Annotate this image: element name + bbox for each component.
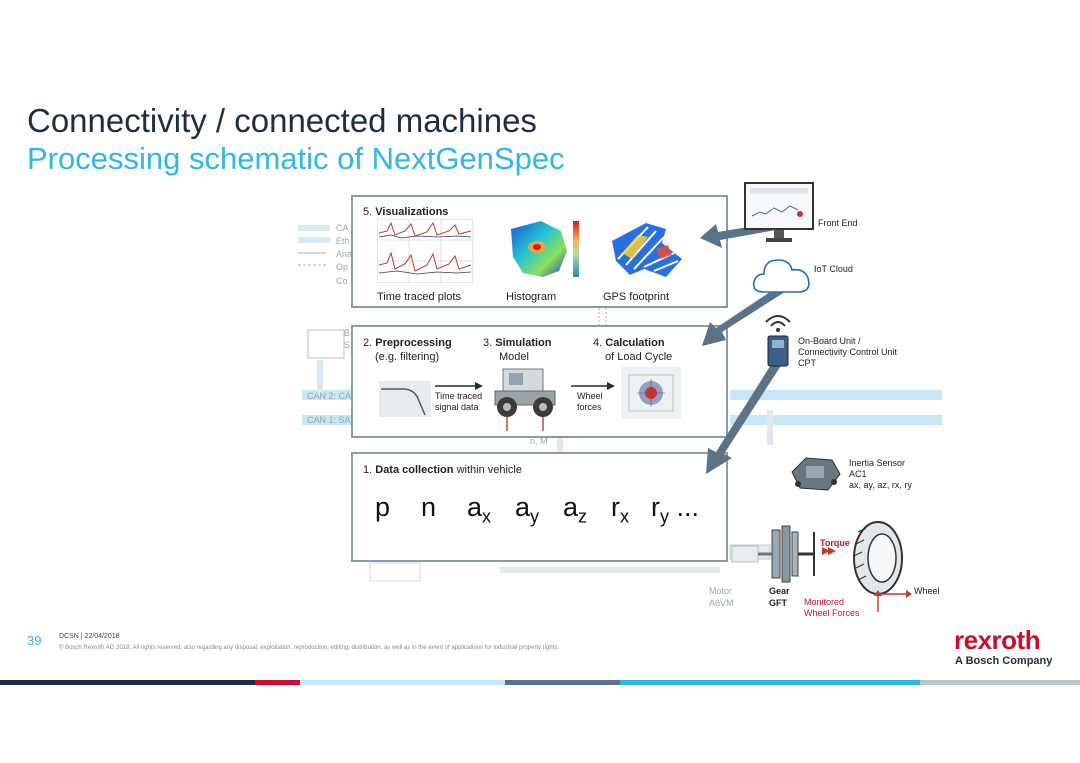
inertia-label: ax, ay, az, rx, ry <box>849 480 912 490</box>
rexroth-logo: rexroth <box>954 625 1041 655</box>
preprocessing-heading: Preprocessing <box>375 337 452 349</box>
can2-label: CAN 2: CA <box>307 391 352 401</box>
step-number: 3. <box>483 337 493 349</box>
legend-item: CA <box>336 223 349 233</box>
symbol-ax: ax <box>467 492 492 527</box>
obu-label: On-Board Unit / <box>798 336 861 346</box>
iot-cloud-label: IoT Cloud <box>814 264 853 274</box>
laptop-icon <box>307 329 345 359</box>
monitored-label: Monitored <box>804 597 845 607</box>
footer-bar-segment <box>620 680 920 685</box>
calculation-heading: Calculation <box>605 337 665 349</box>
symbol-az: az <box>563 492 588 527</box>
inertia-label: Inertia Sensor <box>849 458 906 468</box>
symbol-rx: rx <box>611 492 629 527</box>
footer-copyright: © Bosch Rexroth AG 2018. All rights rese… <box>59 645 560 651</box>
preprocessing-subtitle: (e.g. filtering) <box>375 351 440 363</box>
footer-bar-segment <box>300 680 505 685</box>
step-number: 1. <box>363 464 373 476</box>
inertia-sensor-icon <box>791 457 841 491</box>
nm-label: n, M <box>530 436 548 446</box>
data-collection-heading-rest: within vehicle <box>456 464 522 476</box>
inertia-label: AC1 <box>849 469 867 479</box>
symbol-ry: ry ... <box>651 492 700 527</box>
histogram-image <box>511 221 579 277</box>
footer-bar-segment <box>920 680 1080 685</box>
gear-icon <box>771 525 799 583</box>
monitor-icon <box>744 182 814 242</box>
monitored-label: Wheel Forces <box>804 608 860 618</box>
obu-label: CPT <box>798 358 816 368</box>
simulation-heading: Simulation <box>495 337 552 349</box>
legend-item: Co <box>336 276 348 286</box>
histogram-label: Histogram <box>506 291 557 303</box>
wheel-forces-label: Wheel <box>577 391 603 401</box>
calculation-subtitle: of Load Cycle <box>605 351 673 363</box>
wheel-label: Wheel <box>914 586 940 596</box>
page-title: Connectivity / connected machines <box>27 102 537 139</box>
motor-label: A6VM <box>709 598 734 608</box>
tractor-icon <box>494 368 556 431</box>
footer-bar-segment <box>505 680 620 685</box>
can1-label: CAN 1: SA <box>307 415 351 425</box>
gear-label: GFT <box>769 598 787 608</box>
step-number: 2. <box>363 337 373 349</box>
wheel-forces-label: forces <box>577 402 602 412</box>
wheel-icon <box>853 521 903 595</box>
cloud-icon <box>752 259 810 293</box>
visualizations-heading: Visualizations <box>375 206 449 218</box>
legend-item: Eth <box>336 236 350 246</box>
time-traced-plot-image <box>377 219 473 283</box>
arrow-right-icon <box>571 382 615 390</box>
data-collection-heading: Data collection <box>375 464 454 476</box>
load-cycle-image <box>621 367 681 419</box>
symbol-p: p <box>375 492 391 522</box>
data-collection-box: 1. Data collection within vehicle p n ax… <box>351 452 728 562</box>
bs-label: B <box>344 328 351 338</box>
gps-footprint-image <box>612 223 682 277</box>
torque-label: Torque <box>820 538 850 548</box>
footer-meta: DCSN | 22/04/2018 <box>59 633 120 640</box>
step-number: 5. <box>363 206 373 218</box>
motor-label: Motor <box>709 586 733 596</box>
step-number: 4. <box>593 337 603 349</box>
footer-bar-segment <box>255 680 300 685</box>
gear-label: Gear <box>769 586 790 596</box>
filter-response-icon <box>379 381 431 417</box>
connector-dots <box>598 308 607 326</box>
signal-label: Time traced <box>435 391 483 401</box>
page-number: 39 <box>27 633 42 648</box>
gps-footprint-label: GPS footprint <box>603 291 670 303</box>
wireless-icon <box>765 315 791 367</box>
symbol-ay: ay <box>515 492 540 527</box>
drivetrain-diagram <box>731 521 912 612</box>
processing-box: 2. Preprocessing (e.g. filtering) 3. Sim… <box>351 325 728 438</box>
legend-item: Op <box>336 262 349 272</box>
symbol-n: n <box>421 492 437 522</box>
bosch-tagline: A Bosch Company <box>955 655 1053 667</box>
time-traced-plots-label: Time traced plots <box>377 291 461 303</box>
bs-label: S <box>344 340 351 350</box>
arrow-right-icon <box>435 382 483 390</box>
signal-label: signal data <box>435 402 479 412</box>
simulation-subtitle: Model <box>499 351 529 363</box>
page-subtitle: Processing schematic of NextGenSpec <box>27 141 565 176</box>
legend-item: Ana <box>336 249 353 259</box>
front-end-label: Front End <box>818 218 858 228</box>
footer-bar-segment <box>0 680 255 685</box>
visualizations-box: 5. Visualizations <box>351 195 728 308</box>
obu-label: Connectivity Control Unit <box>798 347 898 357</box>
